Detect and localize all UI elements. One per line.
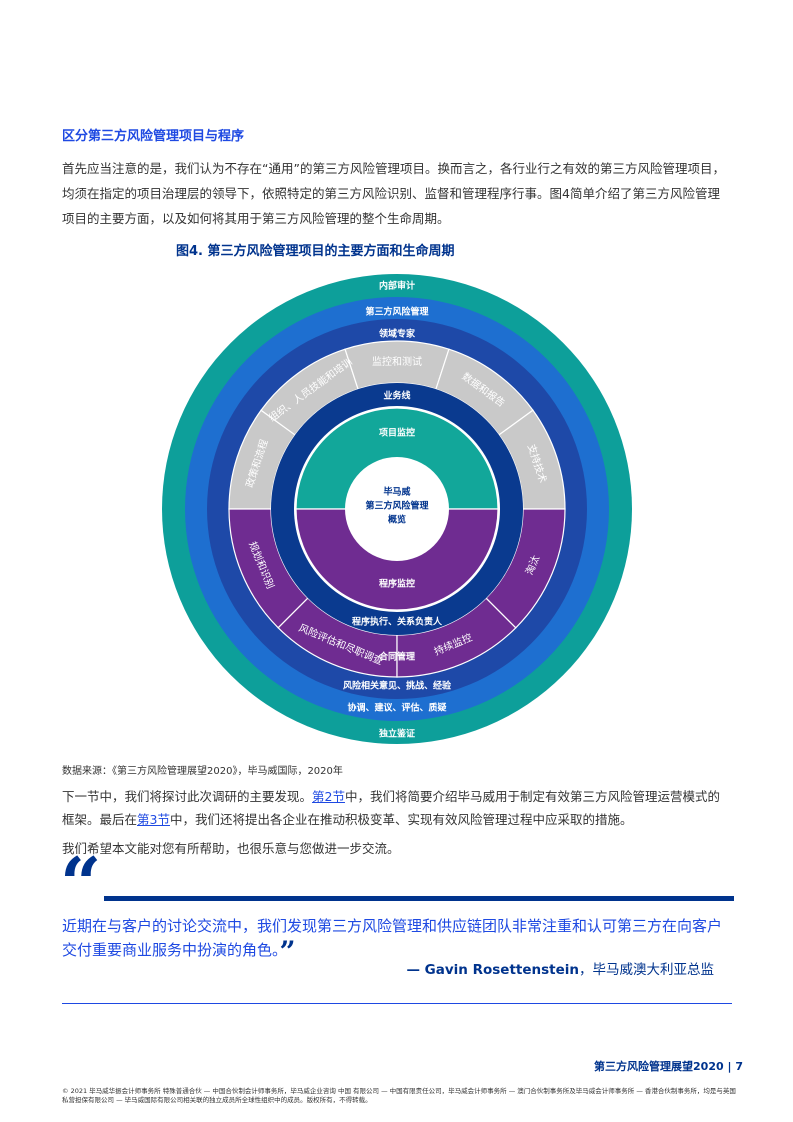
intro-paragraph: 首先应当注意的是，我们认为不存在“通用”的第三方风险管理项目。换而言之，各行业行… <box>62 161 725 226</box>
quote-rule <box>104 896 734 901</box>
author-role: ，毕马威澳大利亚总监 <box>579 962 714 978</box>
open-quote-icon: “ <box>60 841 102 926</box>
section-title: 区分第三方风险管理项目与程序 <box>62 129 245 144</box>
center-label-line: 毕马威 <box>383 486 410 498</box>
section2-link[interactable]: 第2节 <box>312 789 345 804</box>
label-business-line: 业务线 <box>383 390 410 402</box>
section3-link[interactable]: 第3节 <box>137 812 170 827</box>
center-label-line: 第三方风险管理 <box>365 500 428 512</box>
footer-title-text: 第三方风险管理展望2020 <box>594 1060 724 1073</box>
close-quote-icon: ” <box>279 935 296 968</box>
label-domain-experts: 领域专家 <box>379 328 416 340</box>
label-program-exec: 程序执行、关系负责人 <box>352 616 443 628</box>
body-paragraph-2: 我们希望本文能对您有所帮助，也很乐意与您做进一步交流。 <box>62 841 400 856</box>
center-label-line: 概览 <box>388 514 406 526</box>
author-name: — Gavin Rosettenstein <box>406 962 579 978</box>
source-note: 数据来源：《第三方风险管理展望2020》，毕马威国际，2020年 <box>62 766 343 777</box>
center-disc <box>345 457 449 561</box>
label-program-monitoring: 程序监控 <box>379 578 415 590</box>
legal-notice: © 2021 毕马威华振会计师事务所 特殊普通合伙 — 中国合伙制会计师事务所，… <box>62 1087 736 1104</box>
para1-prefix: 下一节中，我们将探讨此次调研的主要发现。 <box>62 789 313 804</box>
label-tprm: 第三方风险管理 <box>365 306 428 318</box>
label-contract-mgmt: 合同管理 <box>379 651 415 663</box>
label-risk-opinions: 风险相关意见、挑战、经验 <box>343 680 452 692</box>
quote-text: 近期在与客户的讨论交流中，我们发现第三方风险管理和供应链团队非常注重和认可第三方… <box>62 914 732 966</box>
label-internal-audit: 内部审计 <box>379 280 415 292</box>
quote-author: — Gavin Rosettenstein，毕马威澳大利亚总监 <box>406 958 714 978</box>
label-project-monitoring: 项目监控 <box>379 427 415 439</box>
body-paragraph-1: 下一节中，我们将探讨此次调研的主要发现。第2节中，我们将简要介绍毕马威用于制定有… <box>62 785 730 831</box>
quote-body: 近期在与客户的讨论交流中，我们发现第三方风险管理和供应链团队非常注重和认可第三方… <box>62 917 723 959</box>
figure-title: 图4. 第三方风险管理项目的主要方面和生命周期 <box>176 244 455 259</box>
page-number: 7 <box>735 1060 743 1073</box>
upper-segment-label: 监控和测试 <box>372 355 422 368</box>
label-independent-assurance: 独立鉴证 <box>378 728 415 740</box>
label-coordinate: 协调、建议、评估、质疑 <box>347 702 447 714</box>
para1-suffix: 中，我们还将提出各企业在推动积极变革、实现有效风险管理过程中应采取的措施。 <box>169 812 633 827</box>
footer-running-title: 第三方风险管理展望2020 | 7 <box>594 1060 743 1073</box>
para1-middle: 中，我们将简要介绍毕马威用于制定有效第三方风险管理运营模式的框架。最后在 <box>62 789 720 827</box>
lifecycle-diagram: 内部审计第三方风险管理领域专家业务线程序执行、关系负责人合同管理风险相关意见、挑… <box>162 274 632 744</box>
divider <box>62 1003 732 1004</box>
